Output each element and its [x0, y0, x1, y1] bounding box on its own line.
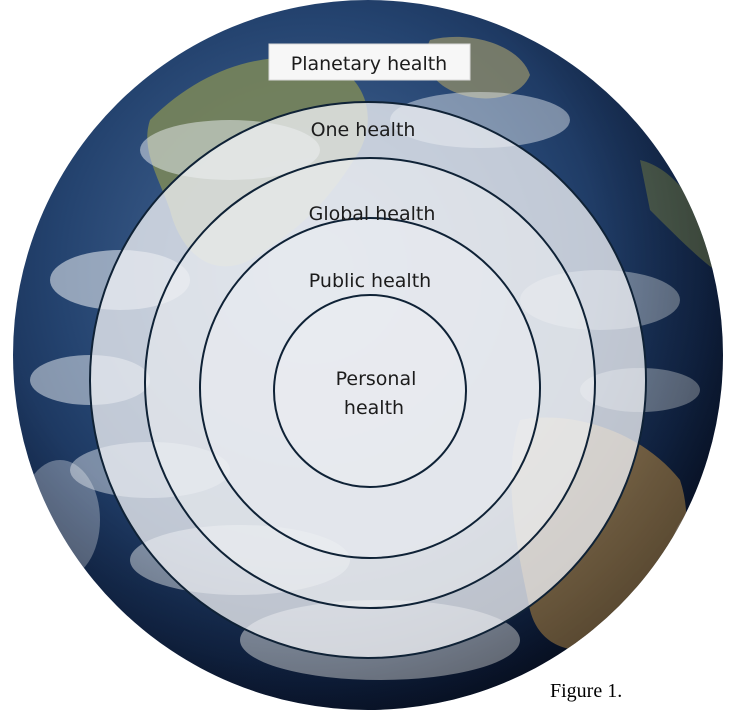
personal-health-label-line1: Personal	[336, 368, 417, 390]
ring-personal-health	[273, 294, 467, 488]
ring-global-health	[144, 157, 596, 609]
health-rings	[89, 101, 647, 659]
planetary-health-label: Planetary health	[291, 53, 447, 75]
global-health-label: Global health	[309, 203, 436, 225]
figure-caption: Figure 1.	[550, 680, 623, 702]
personal-health-label-line2: health	[344, 397, 404, 419]
public-health-label: Public health	[309, 270, 431, 292]
ring-public-health	[199, 217, 541, 559]
one-health-label: One health	[311, 119, 416, 141]
planetary-label-box	[268, 43, 471, 81]
